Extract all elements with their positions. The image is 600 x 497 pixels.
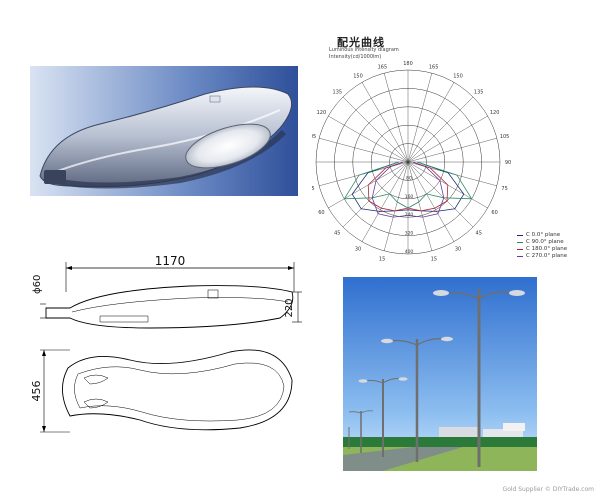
legend-label: C 180.0° plane xyxy=(526,246,568,252)
street-light-photo xyxy=(343,277,537,471)
polar-angle-label: 105 xyxy=(312,134,316,140)
polar-angle-label: 120 xyxy=(490,110,500,116)
legend-swatch xyxy=(517,235,523,236)
polar-angle-label: 60 xyxy=(491,210,497,216)
polar-angle-label: 150 xyxy=(453,73,463,79)
polar-angle-label: 30 xyxy=(355,247,361,253)
legend-label: C 270.0° plane xyxy=(526,253,568,259)
ghost-reflection xyxy=(90,205,93,213)
polar-angle-label: 150 xyxy=(353,73,363,79)
polar-spoke xyxy=(342,161,409,228)
polar-intensity-label: Intensity(cd/1000lm) xyxy=(329,54,382,60)
polar-spoke xyxy=(361,161,409,242)
polar-spoke xyxy=(407,82,455,163)
polar-spoke xyxy=(407,161,433,251)
polar-spoke xyxy=(361,82,409,163)
polar-spoke xyxy=(319,137,409,163)
dimension-drawing: 1170 ϕ60 220 456 xyxy=(30,250,305,450)
legend-swatch xyxy=(517,249,523,250)
polar-ring-label: 160 xyxy=(405,194,414,200)
polar-angle-label: 30 xyxy=(455,247,461,253)
polar-angle-label: 45 xyxy=(334,231,340,237)
polar-angle-label: 15 xyxy=(431,257,437,263)
diameter-label: ϕ60 xyxy=(32,275,43,294)
polar-ring-label: 240 xyxy=(405,212,414,218)
polar-diagram: 1651801651501501351351201201051059090757… xyxy=(305,34,600,264)
polar-subtitle: Luminous intensity diagram Intensity(cd/… xyxy=(329,47,399,61)
polar-angle-labels: 1651801651501501351351201201051059090757… xyxy=(305,61,511,263)
length-label: 1170 xyxy=(155,254,186,268)
polar-angle-label: 135 xyxy=(333,89,343,95)
polar-ring-label: 400 xyxy=(405,249,414,255)
legend-item: C 270.0° plane xyxy=(517,253,567,260)
legend-label: C 0.0° plane xyxy=(526,232,561,238)
polar-svg: 1651801651501501351351201201051059090757… xyxy=(305,61,511,263)
polar-spoke xyxy=(407,96,474,163)
polar-angle-label: 165 xyxy=(378,64,388,70)
legend-item: C 90.0° plane xyxy=(517,239,567,246)
ghost-reflection-2 xyxy=(190,240,193,248)
lamp-product-photo xyxy=(30,66,298,196)
polar-angle-label: 60 xyxy=(318,210,324,216)
polar-angle-label: 105 xyxy=(500,134,510,140)
width-label: 456 xyxy=(30,381,43,402)
polar-angle-label: 90 xyxy=(505,160,511,166)
polar-curve xyxy=(371,161,445,218)
polar-angle-label: 75 xyxy=(501,186,507,192)
height-label: 220 xyxy=(284,298,295,317)
top-view-outline xyxy=(62,349,293,431)
polar-curve xyxy=(367,161,449,212)
polar-spoke xyxy=(383,161,409,251)
polar-angle-label: 135 xyxy=(474,89,484,95)
polar-spoke xyxy=(407,161,455,242)
polar-spoke xyxy=(407,115,488,163)
polar-angle-label: 180 xyxy=(403,61,413,67)
polar-angle-label: 75 xyxy=(312,186,315,192)
polar-spoke xyxy=(407,161,474,228)
polar-angle-label: 45 xyxy=(476,231,482,237)
polar-angle-label: 15 xyxy=(379,257,385,263)
polar-ring-label: 320 xyxy=(405,231,414,237)
polar-spoke xyxy=(328,115,409,163)
legend-swatch xyxy=(517,256,523,257)
polar-grid xyxy=(315,69,501,255)
polar-angle-label: 165 xyxy=(429,64,439,70)
polar-spoke xyxy=(407,73,433,163)
polar-title: 配光曲线 xyxy=(337,36,385,49)
legend-item: C 180.0° plane xyxy=(517,246,567,253)
polar-angle-label: 120 xyxy=(317,110,327,116)
legend-item: C 0.0° plane xyxy=(517,232,567,239)
side-profile xyxy=(45,285,294,329)
polar-spoke xyxy=(407,137,497,163)
watermark: Gold Supplier © DIYTrade.com xyxy=(502,486,594,493)
polar-spoke xyxy=(383,73,409,163)
legend-label: C 90.0° plane xyxy=(526,239,564,245)
polar-subtitle-en: Luminous intensity diagram xyxy=(329,47,399,53)
polar-curves xyxy=(343,161,473,218)
polar-ring-label: 80 xyxy=(406,175,412,181)
polar-curve xyxy=(351,161,465,212)
legend-swatch xyxy=(517,242,523,243)
polar-spoke xyxy=(342,96,409,163)
